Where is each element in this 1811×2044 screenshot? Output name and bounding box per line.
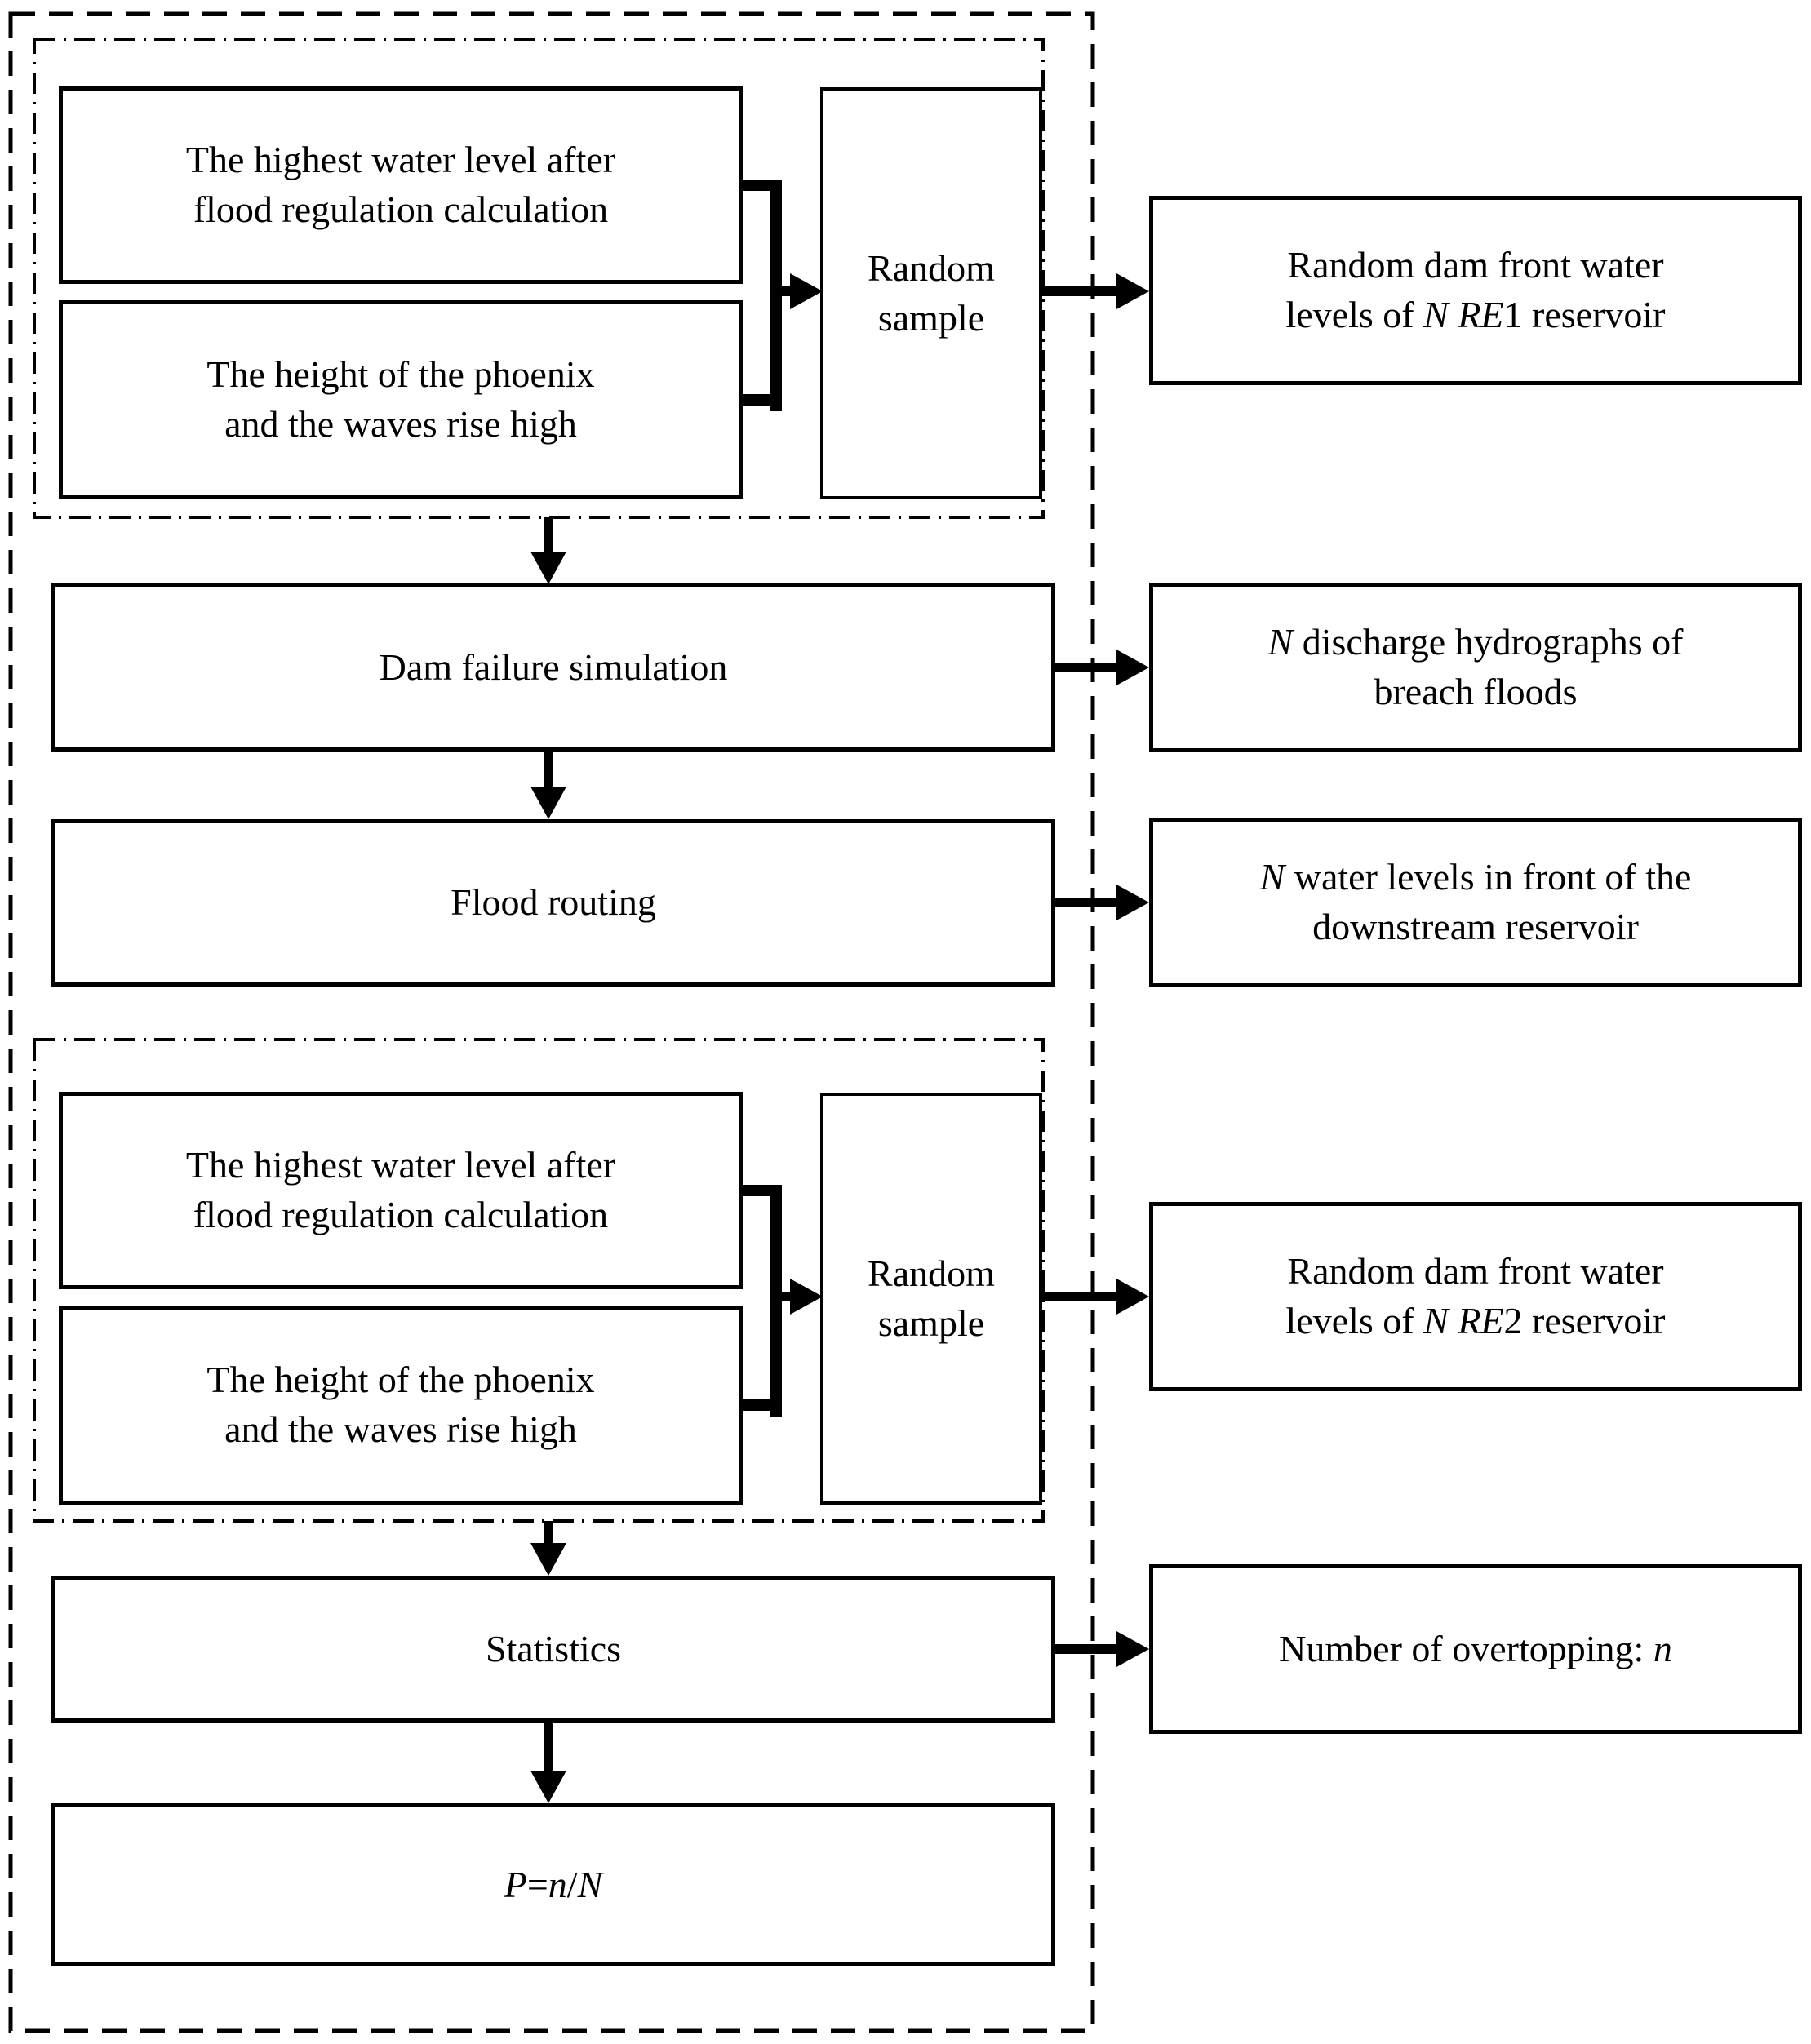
arrow-downstream-head-icon [1116,885,1149,920]
box-output-overtopping-label: Number of overtopping: n [1279,1627,1672,1669]
bracket2-bottom-stub [743,1399,782,1411]
box-probability-formula-label: P=n/N [504,1863,603,1905]
box-probability-formula: P=n/N [51,1803,1055,1966]
box-output-overtopping: Number of overtopping: n [1149,1564,1802,1734]
arrow-overtopping-head-icon [1116,1631,1149,1667]
box-statistics: Statistics [51,1576,1055,1723]
arrow-down-3-shaft [544,1521,553,1545]
arrow-down-1-shaft [544,517,553,553]
outer-dashed-border [8,11,1095,2033]
arrow-downstream-shaft [1055,898,1120,907]
group1-dashdot-border [33,38,1045,519]
arrow-hydrographs-shaft [1055,663,1120,672]
bracket1-arrow-shaft [782,286,792,296]
bracket1-bottom-stub [743,394,782,406]
bracket1-arrow-head-icon [790,273,823,309]
box-dam-failure-simulation-label: Dam failure simulation [379,645,728,688]
bracket1-vertical-bar [770,180,782,411]
box-dam-failure-simulation: Dam failure simulation [51,583,1055,752]
arrow-hydrographs-head-icon [1116,650,1149,685]
arrow-re2-head-icon [1116,1279,1149,1315]
bracket2-vertical-bar [770,1185,782,1417]
box-random-sample-2-label: Random sample [868,1252,995,1344]
arrow-down-4-head-icon [530,1771,566,1803]
box-random-sample-1-label: Random sample [868,246,995,339]
arrow-re2-shaft [1042,1292,1120,1301]
box-statistics-label: Statistics [485,1627,622,1669]
arrow-down-2-head-icon [530,787,566,819]
arrow-down-1-head-icon [530,552,566,584]
box-flood-routing-label: Flood routing [451,881,656,924]
arrow-down-4-shaft [544,1723,553,1772]
bracket2-arrow-head-icon [790,1279,823,1315]
arrow-down-2-shaft [544,752,553,788]
box-random-sample-1: Random sample [820,87,1042,499]
arrow-re1-shaft [1042,286,1120,296]
arrow-down-3-head-icon [530,1543,566,1576]
box-flood-routing: Flood routing [51,819,1055,987]
arrow-re1-head-icon [1116,273,1149,309]
bracket2-arrow-shaft [782,1292,792,1301]
box-random-sample-2: Random sample [820,1093,1042,1505]
arrow-overtopping-shaft [1055,1644,1120,1654]
group2-dashdot-border [33,1038,1045,1523]
